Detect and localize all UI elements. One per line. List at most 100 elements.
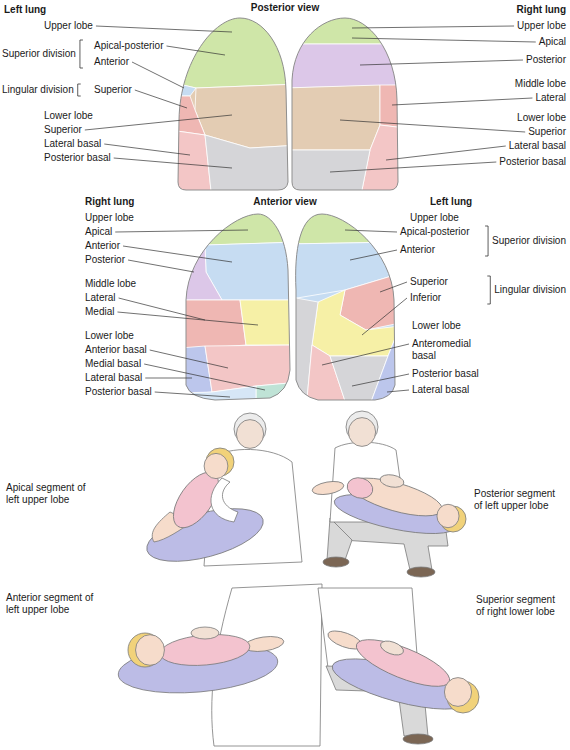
lobe-label: Lower lobe bbox=[517, 112, 566, 124]
lobe-label: Lower lobe bbox=[85, 330, 134, 342]
segment-label: Anterior basal bbox=[85, 344, 147, 356]
segment-label: Inferior bbox=[410, 292, 441, 304]
segment-label: Apical bbox=[539, 36, 566, 48]
leader-line bbox=[150, 350, 228, 368]
leader-line bbox=[362, 298, 407, 335]
lung-segment bbox=[312, 290, 400, 356]
position-caption: Anterior segment of left upper lobe bbox=[6, 592, 98, 616]
baby-body bbox=[351, 630, 455, 695]
leader-line bbox=[380, 282, 407, 292]
adult-arm bbox=[211, 478, 238, 522]
segment-label: Apical-posterior bbox=[94, 40, 163, 52]
segment-label: Posterior basal bbox=[85, 386, 152, 398]
lung-segment bbox=[285, 85, 380, 150]
leader-line bbox=[352, 374, 409, 386]
lung-segments bbox=[170, 10, 300, 200]
leader-line bbox=[330, 162, 496, 172]
segment-label: Anterior bbox=[85, 240, 120, 252]
leader-line bbox=[386, 146, 506, 160]
drainage-position-figure bbox=[311, 411, 466, 577]
segment-label: Anteromedial basal bbox=[412, 338, 482, 362]
segment-label: Anterior bbox=[400, 244, 435, 256]
segment-label: Lateral basal bbox=[85, 372, 142, 384]
segment-label: Posterior basal bbox=[499, 156, 566, 168]
leader-line bbox=[123, 246, 232, 262]
baby-diaper bbox=[345, 475, 376, 501]
division-bracket bbox=[78, 84, 81, 96]
face bbox=[444, 678, 471, 707]
lung-heading: Left lung bbox=[4, 4, 46, 16]
lung-outline bbox=[296, 214, 395, 400]
leader-lines bbox=[85, 26, 536, 397]
segment-label: Anterior bbox=[94, 56, 129, 68]
segment-label: Lateral basal bbox=[412, 384, 469, 396]
segment-label: Lateral bbox=[535, 92, 566, 104]
lung-segment bbox=[170, 10, 300, 88]
lobe-label: Lower lobe bbox=[44, 110, 93, 122]
lung-outline bbox=[178, 18, 288, 190]
segment-label: Apical bbox=[85, 226, 112, 238]
drainage-position-figure bbox=[318, 588, 479, 744]
division-label: Lingular division bbox=[494, 284, 566, 296]
leader-line bbox=[114, 158, 232, 168]
leader-line bbox=[135, 90, 187, 108]
brackets bbox=[78, 40, 491, 304]
leader-line bbox=[350, 250, 397, 260]
leader-line bbox=[128, 260, 194, 272]
segment-label: Posterior bbox=[85, 254, 125, 266]
segment-label: Superior bbox=[528, 126, 566, 138]
lobe-label: Upper lobe bbox=[44, 20, 93, 32]
division-bracket bbox=[485, 226, 488, 256]
lung-outline bbox=[292, 18, 398, 190]
lung-segment bbox=[285, 150, 370, 200]
leader-line bbox=[104, 144, 190, 155]
shoe bbox=[323, 557, 349, 567]
lung-outline bbox=[186, 214, 290, 400]
face bbox=[348, 418, 375, 447]
segment-label: Posterior bbox=[526, 54, 566, 66]
position-caption: Superior segment of right lower lobe bbox=[476, 594, 566, 618]
leader-line bbox=[119, 298, 205, 320]
face bbox=[236, 420, 263, 449]
lung-segment bbox=[240, 300, 300, 345]
leader-line bbox=[145, 378, 192, 379]
leader-line bbox=[115, 230, 248, 232]
leader-line bbox=[155, 392, 230, 397]
segment-label: Medial basal bbox=[85, 358, 141, 370]
lobe-label: Middle lobe bbox=[515, 78, 566, 90]
lung-segment bbox=[170, 96, 205, 135]
segment-label: Lateral basal bbox=[509, 140, 566, 152]
lobe-label: Middle lobe bbox=[85, 278, 136, 290]
adult-hand bbox=[191, 627, 219, 639]
face bbox=[204, 453, 228, 478]
leader-line bbox=[392, 98, 532, 105]
segment-label: Lateral bbox=[85, 292, 116, 304]
lung-segment bbox=[285, 205, 405, 244]
shoe bbox=[407, 567, 435, 577]
segment-label: Superior bbox=[410, 276, 448, 288]
drainage-position-figure bbox=[116, 584, 322, 746]
division-bracket bbox=[487, 276, 490, 304]
segment-label: Posterior basal bbox=[44, 152, 111, 164]
division-label: Superior division bbox=[492, 235, 566, 247]
leader-line bbox=[322, 344, 409, 365]
lobe-label: Upper lobe bbox=[517, 20, 566, 32]
position-caption: Apical segment of left upper lobe bbox=[6, 482, 98, 506]
lobe-label: Upper lobe bbox=[410, 212, 459, 224]
leader-line bbox=[144, 364, 265, 390]
lung-heading: Right lung bbox=[517, 4, 566, 16]
leader-line bbox=[85, 115, 232, 130]
leader-line bbox=[96, 26, 232, 32]
lobe-label: Upper lobe bbox=[85, 212, 134, 224]
division-label: Superior division bbox=[2, 48, 76, 60]
segment-label: Lateral basal bbox=[44, 138, 101, 150]
leader-line bbox=[360, 60, 523, 65]
adult-hand bbox=[379, 473, 405, 489]
lung-segment bbox=[368, 326, 405, 410]
face bbox=[136, 635, 165, 666]
lobe-label: Lower lobe bbox=[412, 320, 461, 332]
segment-label: Posterior basal bbox=[412, 368, 479, 380]
segment-label: Apical-posterior bbox=[400, 226, 469, 238]
lung-segments bbox=[180, 205, 300, 410]
